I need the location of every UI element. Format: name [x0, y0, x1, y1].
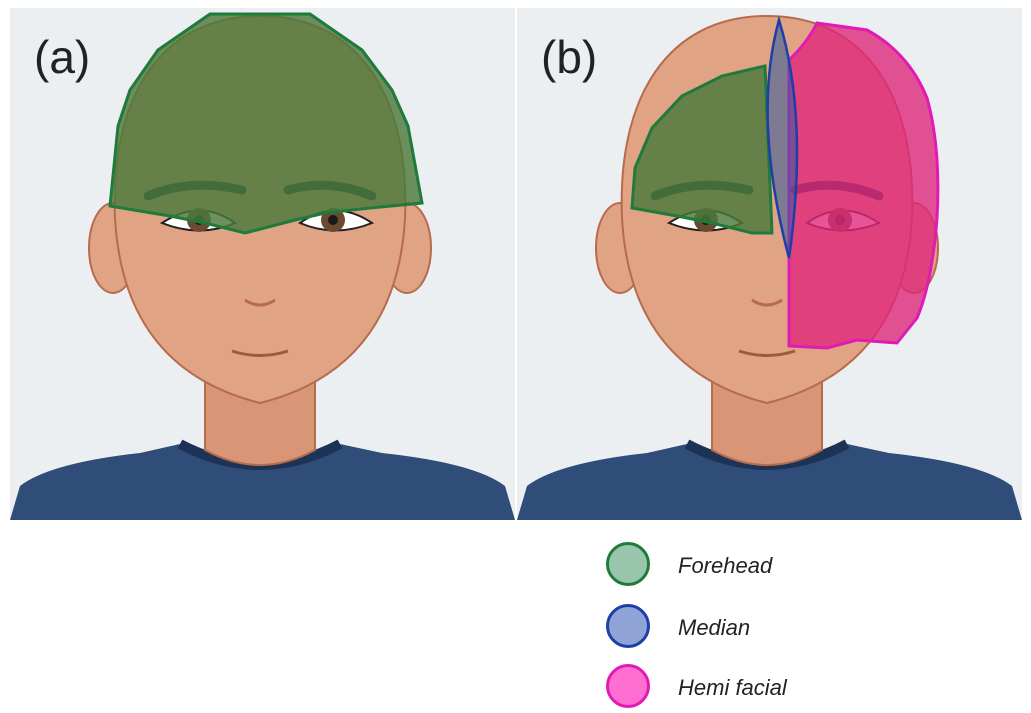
- panel-a: (a): [10, 8, 515, 520]
- median-swatch: [606, 604, 650, 648]
- hemi-facial-swatch: [606, 664, 650, 708]
- legend-item-hemi-facial: Hemi facial: [606, 664, 866, 712]
- legend-label: Forehead: [678, 553, 772, 579]
- legend-item-median: Median: [606, 604, 866, 652]
- legend-label: Median: [678, 615, 750, 641]
- legend-label: Hemi facial: [678, 675, 787, 701]
- panel-label: (a): [34, 30, 90, 84]
- face-illustration-a: [10, 8, 515, 520]
- panel-b: (b): [517, 8, 1022, 520]
- face-illustration-b: [517, 8, 1022, 520]
- forehead-swatch: [606, 542, 650, 586]
- legend-item-forehead: Forehead: [606, 542, 866, 590]
- panel-label: (b): [541, 30, 597, 84]
- right-pupil: [328, 215, 338, 225]
- legend: Forehead Median Hemi facial: [606, 540, 866, 710]
